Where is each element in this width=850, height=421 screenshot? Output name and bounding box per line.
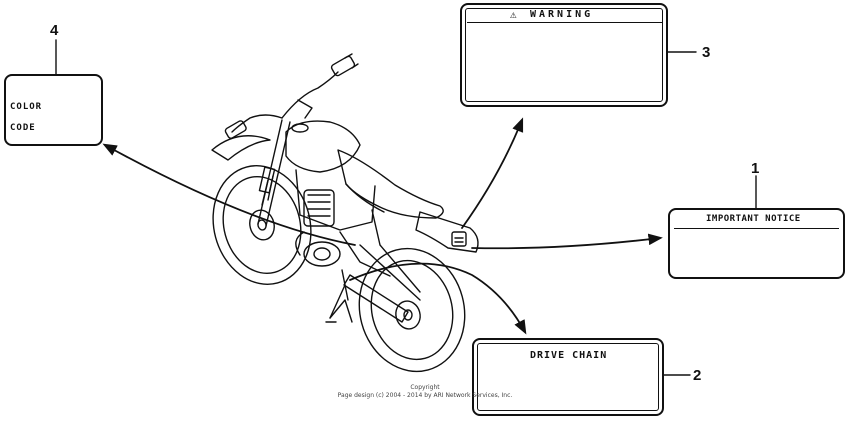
seat [337,149,444,219]
important-notice-divider [674,228,839,229]
warning-divider [467,22,663,23]
engine [295,169,391,277]
copyright-line1: Copyright [410,384,440,391]
label-important-notice: IMPORTANT NOTICE [668,208,845,279]
callout-number-1: 1 [751,160,760,177]
rear-fender [415,211,479,253]
arrow-to-color-code [102,143,356,246]
fuel-tank [285,120,361,173]
warning-inner-border [465,8,663,102]
callout-number-2: 2 [693,367,702,384]
color-code-plate [451,231,467,247]
arrow-to-important-notice [471,233,663,250]
front-fender [211,135,271,161]
warning-triangle-icon: ⚠ [510,8,518,21]
important-notice-title: IMPORTANT NOTICE [706,214,801,224]
color-code-line2: CODE [10,123,36,133]
callout-number-3: 3 [702,44,711,61]
drive-chain-title: DRIVE CHAIN [530,350,608,361]
copyright-notice: Copyright Page design (c) 2004 - 2014 by… [300,384,550,400]
color-code-line1: COLOR [10,102,43,112]
drive-chain-inner-border [477,343,659,411]
label-drive-chain: DRIVE CHAIN [472,338,664,416]
label-warning: ⚠ WARNING [460,3,668,107]
swingarm [343,274,409,323]
copyright-line2: Page design (c) 2004 - 2014 by ARI Netwo… [337,392,513,399]
arrow-to-warning [461,117,524,229]
label-color-code: COLOR CODE [4,74,103,146]
handlebar [224,53,359,139]
kickstand [325,284,346,323]
warning-title: WARNING [530,9,594,20]
arrow-to-drive-chain [349,262,527,335]
callout-number-4: 4 [50,22,59,39]
rear-wheel [358,247,466,373]
